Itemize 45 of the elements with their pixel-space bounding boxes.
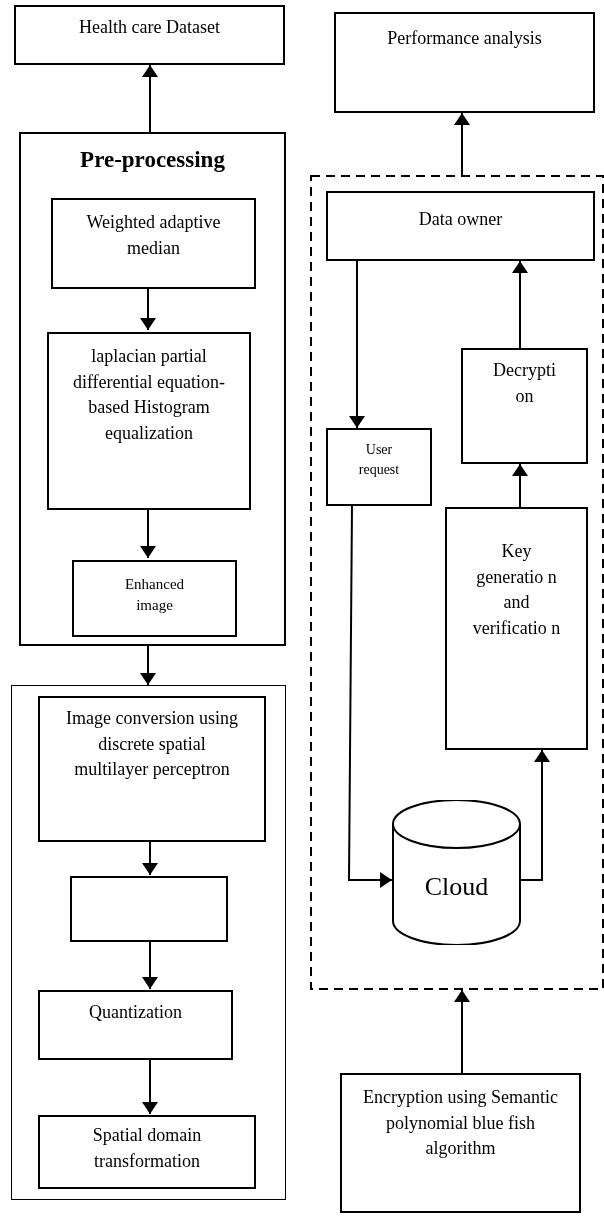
node-label: Cloud: [424, 871, 489, 904]
node-label: Image conversion using discrete spatial multilayer perceptron: [65, 707, 239, 782]
process-box: [47, 332, 251, 510]
arrow: [140, 286, 156, 331]
process-box: [38, 696, 266, 842]
process-box: [326, 191, 595, 261]
node-label: laplacian partial differential equation-based Histogram equalization: [71, 345, 227, 445]
process-box: [14, 5, 285, 65]
node-label: Performance analysis: [387, 27, 542, 50]
process-box: [334, 12, 595, 113]
arrow: [512, 463, 528, 508]
group-box: [19, 132, 286, 646]
arrow: [142, 64, 158, 133]
arrow: [140, 507, 156, 559]
arrow: [349, 260, 365, 429]
node-label: Health care Dataset: [79, 16, 220, 39]
group-box: [11, 685, 286, 1200]
process-box: [326, 428, 432, 506]
node-label: Decrypti on: [492, 359, 557, 408]
process-box: [70, 876, 228, 942]
process-box: [340, 1073, 581, 1213]
node-label: Data owner: [418, 208, 503, 231]
node-label: Spatial domain transformation: [91, 1124, 203, 1173]
process-box: [445, 507, 588, 750]
arrow: [140, 645, 156, 686]
node-label: Key generatio n and verificatio n: [472, 540, 561, 640]
node-label: User request: [357, 441, 401, 479]
arrow: [142, 1058, 158, 1115]
process-box: [51, 198, 256, 289]
arrow: [142, 840, 158, 876]
process-box: [461, 348, 588, 464]
node-label: Weighted adaptive median: [85, 211, 222, 260]
node-label: Quantization: [89, 1001, 182, 1024]
arrow: [454, 112, 470, 176]
arrow: [348, 505, 393, 888]
process-box: [38, 1115, 256, 1189]
arrow: [512, 260, 528, 349]
group-heading: Pre-processing: [80, 146, 225, 174]
node-label: Enhanced image: [123, 575, 186, 616]
arrow: [142, 940, 158, 990]
process-box: [72, 560, 237, 637]
process-box: [38, 990, 233, 1060]
node-label: Encryption using Semantic polynomial blue fish algorithm: [362, 1086, 559, 1161]
arrow: [520, 749, 550, 881]
arrow: [454, 989, 470, 1074]
